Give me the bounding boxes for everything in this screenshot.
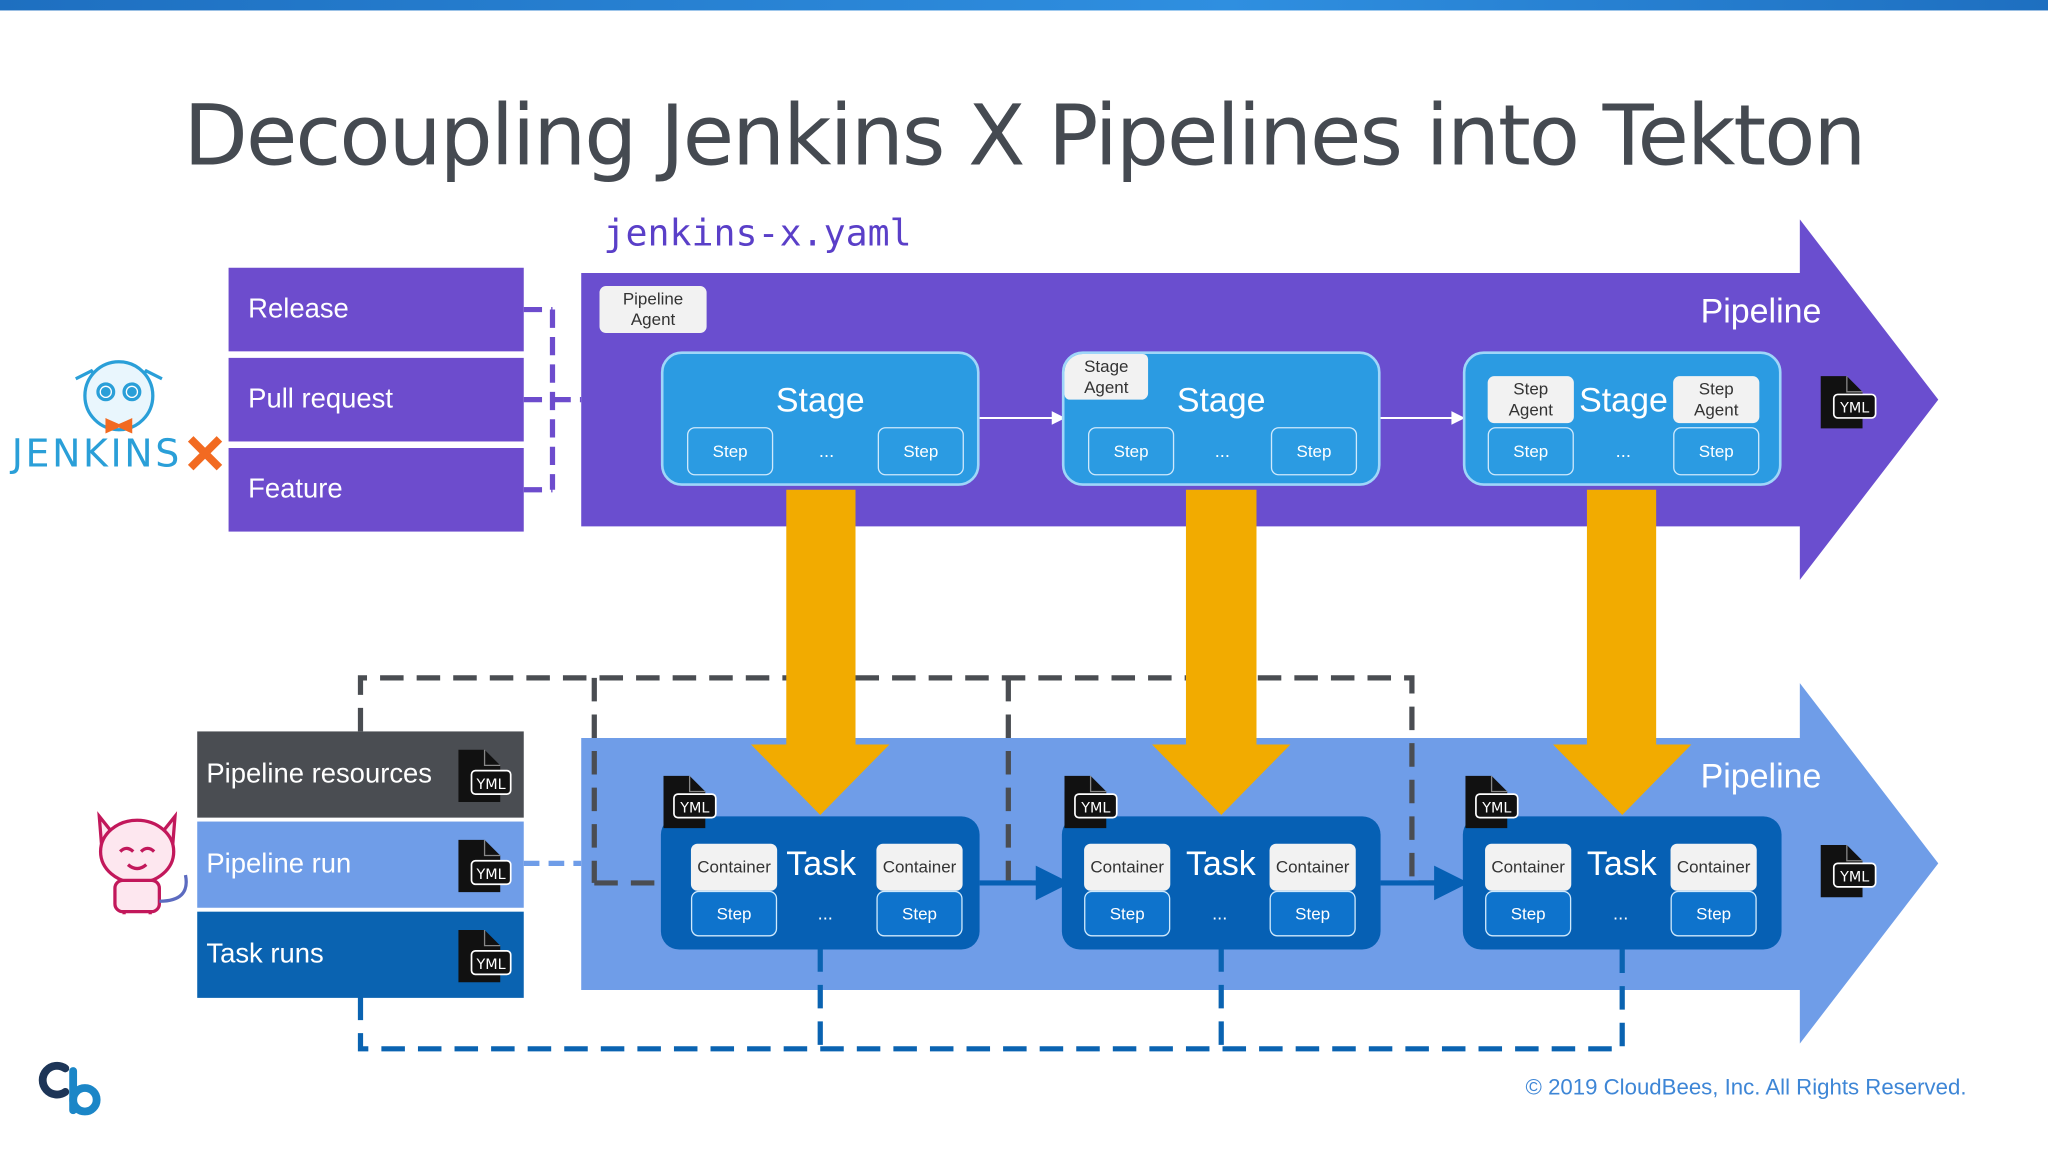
- task-runs-label: Task runs: [206, 939, 324, 970]
- yml-file-icon: YML: [1820, 845, 1877, 898]
- yml-text: YML: [1839, 401, 1869, 417]
- container-badge: Container: [690, 843, 778, 891]
- mapping-arrows: [751, 489, 1692, 816]
- step-block: Step: [1084, 890, 1171, 937]
- jenkins-x-mascot: [75, 360, 163, 434]
- step-block: Step: [1487, 427, 1574, 476]
- yml-text: YML: [476, 957, 506, 973]
- jx-pipeline-label: Pipeline: [1700, 291, 1822, 331]
- yml-text: YML: [1839, 870, 1869, 886]
- task-runs-connectors: [357, 948, 1625, 1052]
- trigger-connectors: [523, 306, 582, 493]
- task-runs-box: Task runs YML: [197, 911, 524, 998]
- stage-card: Step Agent Stage Step Agent Step ... Ste…: [1462, 351, 1782, 486]
- trigger-release: Release: [228, 267, 524, 352]
- step-block: Step: [1673, 427, 1760, 476]
- step-block: Step: [876, 890, 963, 937]
- stage-card: Stage Step ... Step: [660, 351, 980, 486]
- stage-flow-arrows: [979, 411, 1466, 425]
- slide-title: Decoupling Jenkins X Pipelines into Tekt…: [183, 88, 1867, 186]
- ellipsis: ...: [1613, 902, 1629, 924]
- step-block: Step: [690, 890, 778, 937]
- yml-text: YML: [1481, 800, 1511, 816]
- ellipsis: ...: [818, 440, 835, 462]
- ellipsis: ...: [817, 902, 833, 924]
- task-title: Task: [786, 843, 857, 883]
- tekton-pipeline-label: Pipeline: [1700, 756, 1822, 796]
- step-block: Step: [1670, 890, 1757, 937]
- step-agent-badge: Step Agent: [1673, 376, 1760, 424]
- yml-file-icon: YML: [458, 839, 512, 893]
- yml-file-icon: YML: [1465, 775, 1519, 829]
- jenkins-x-logo-text: JENKINS: [11, 431, 182, 476]
- container-badge: Container: [1084, 843, 1171, 891]
- badge-line: Agent: [630, 309, 676, 330]
- container-badge: Container: [1670, 843, 1757, 891]
- yml-file-icon: YML: [458, 929, 512, 983]
- cloudbees-logo: [38, 1061, 101, 1116]
- stage-title: Stage: [1579, 380, 1668, 420]
- step-agent-badge: Step Agent: [1487, 376, 1574, 424]
- task-title: Task: [1586, 843, 1657, 883]
- badge-line: Agent: [1508, 399, 1553, 420]
- step-block: Step: [687, 427, 774, 476]
- pipeline-agent-badge: Pipeline Agent: [599, 286, 707, 334]
- yml-file-icon: YML: [458, 749, 512, 802]
- copyright: © 2019 CloudBees, Inc. All Rights Reserv…: [1525, 1074, 1967, 1100]
- ellipsis: ...: [1212, 902, 1228, 924]
- tekton-mascot: [97, 811, 188, 915]
- pipeline-run-box: Pipeline run YML: [197, 821, 524, 908]
- step-block: Step: [1269, 890, 1356, 937]
- badge-line: Pipeline: [622, 288, 684, 309]
- pipeline-run-label: Pipeline run: [206, 848, 352, 880]
- badge-line: Stage: [1084, 355, 1129, 376]
- yml-file-icon: YML: [663, 775, 717, 829]
- pipeline-resources-label: Pipeline resources: [206, 758, 433, 789]
- task-card: Container Task Container Step ... Step: [1061, 816, 1381, 950]
- trigger-feature: Feature: [228, 447, 524, 532]
- step-block: Step: [1087, 427, 1175, 476]
- trigger-pull-request: Pull request: [228, 357, 524, 442]
- stage-title: Stage: [1176, 380, 1266, 420]
- stage-title: Stage: [775, 380, 865, 420]
- yml-text: YML: [476, 777, 506, 793]
- yml-file-icon: YML: [1064, 775, 1118, 829]
- top-accent-bar: [0, 0, 2048, 11]
- task-card: Container Task Container Step ... Step: [1462, 816, 1782, 950]
- badge-line: Agent: [1694, 399, 1739, 420]
- yml-text: YML: [679, 800, 709, 816]
- container-badge: Container: [1269, 843, 1356, 891]
- ellipsis: ...: [1214, 440, 1230, 462]
- step-block: Step: [877, 427, 964, 476]
- container-badge: Container: [876, 843, 963, 891]
- yml-file-icon: YML: [1820, 376, 1877, 429]
- stage-card: Stage Agent Stage Step ... Step: [1061, 351, 1381, 486]
- task-title: Task: [1185, 843, 1256, 883]
- ellipsis: ...: [1615, 440, 1631, 462]
- container-badge: Container: [1485, 843, 1572, 891]
- badge-line: Step: [1698, 378, 1734, 399]
- stage-agent-badge: Stage Agent: [1064, 353, 1149, 400]
- yml-text: YML: [1080, 800, 1110, 816]
- task-card: Container Task Container Step ... Step: [660, 816, 980, 950]
- jenkins-x-logo-x: [187, 436, 223, 471]
- pipeline-resources-box: Pipeline resources YML: [197, 731, 524, 818]
- jenkins-x-yaml-label: jenkins-x.yaml: [603, 211, 912, 255]
- yml-text: YML: [476, 867, 506, 883]
- task-flow-arrows: [979, 865, 1469, 901]
- badge-line: Step: [1513, 378, 1549, 399]
- badge-line: Agent: [1084, 376, 1129, 397]
- step-block: Step: [1270, 427, 1358, 476]
- step-block: Step: [1485, 890, 1572, 937]
